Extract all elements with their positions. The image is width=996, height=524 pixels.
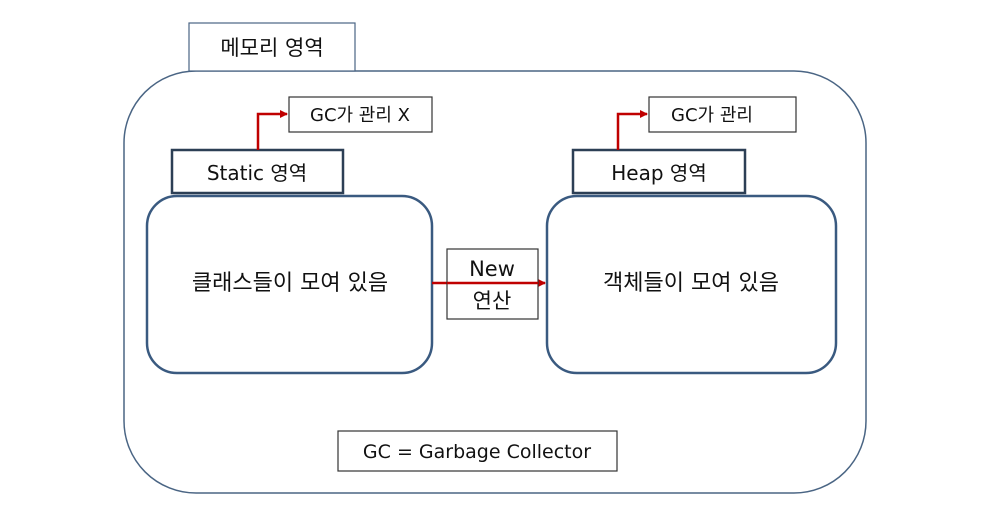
heap-gc-note-box [648, 96, 797, 133]
gc-definition-box [337, 430, 618, 472]
static-area-label: Static 영역 [207, 161, 307, 185]
heap-area-box [545, 194, 838, 375]
static-gc-arrow [256, 110, 288, 150]
new-operation-line1: New [469, 257, 515, 281]
heap-area-content: 객체들이 모여 있음 [603, 271, 779, 296]
heap-area-label: Heap 영역 [611, 161, 706, 185]
static-area-content: 클래스들이 모여 있음 [192, 271, 388, 296]
heap-gc-arrow [616, 110, 648, 150]
static-gc-note: GC가 관리 X [310, 105, 410, 126]
memory-area-label: 메모리 영역 [220, 36, 323, 60]
memory-area-label-box [188, 22, 356, 72]
static-area-box [145, 194, 434, 375]
heap-gc-note: GC가 관리 [671, 105, 753, 126]
new-operation-line2: 연산 [473, 289, 512, 313]
heap-area-label-box [571, 148, 747, 195]
static-gc-note-box [288, 96, 433, 133]
gc-definition: GC = Garbage Collector [363, 441, 591, 463]
